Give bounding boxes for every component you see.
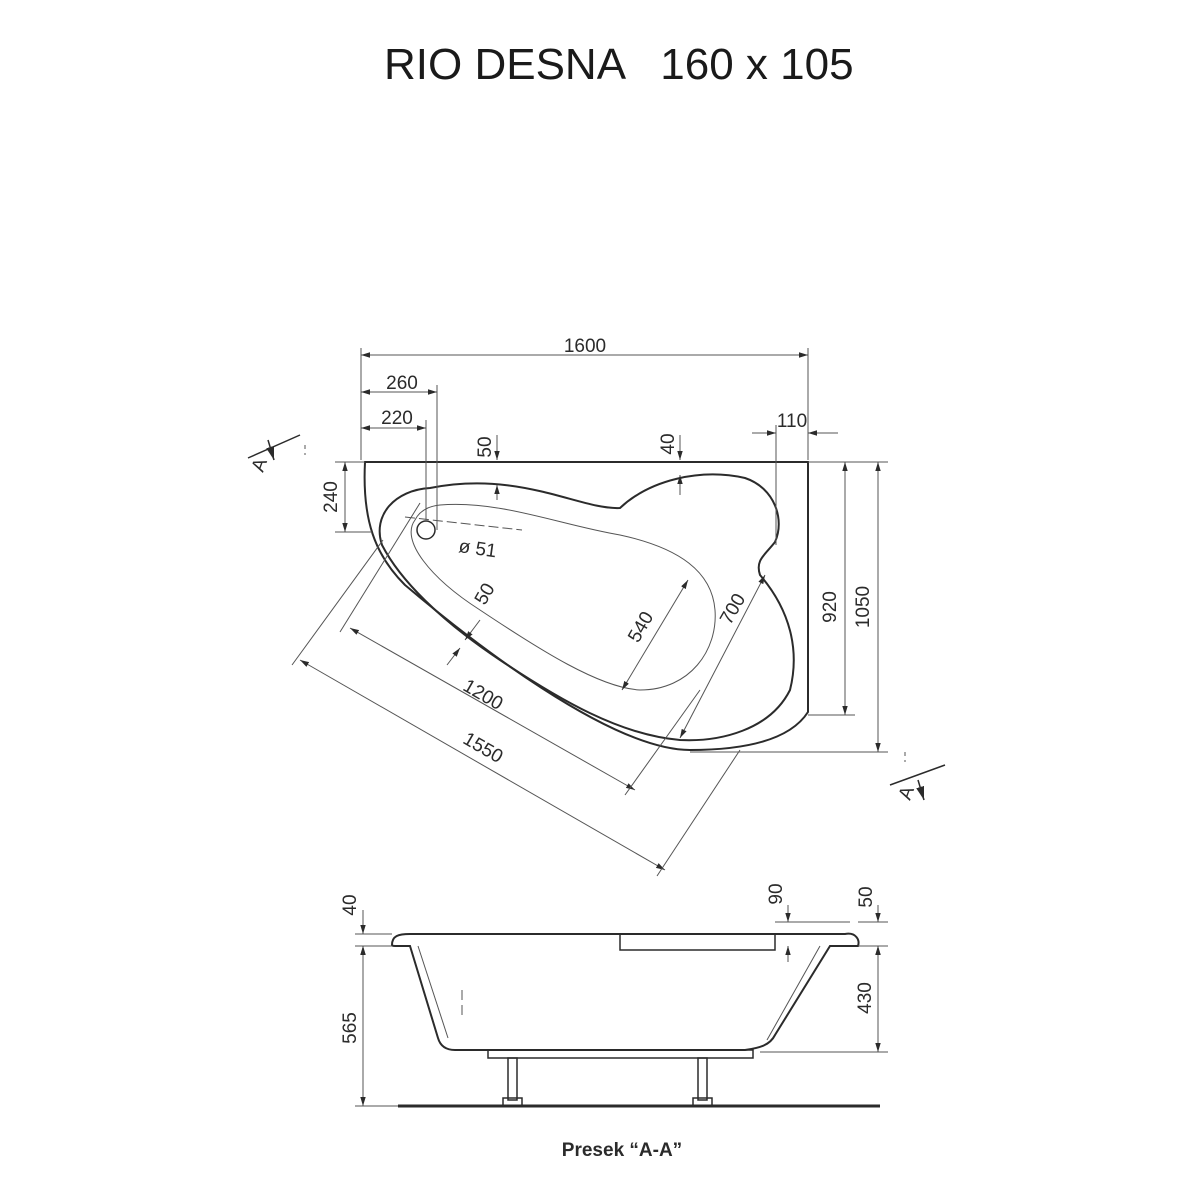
dim-920-label: 920 [820,591,841,623]
dim-110-label: 110 [777,411,807,432]
tub-inner-basin [378,473,795,742]
dim-d51-label: ø 51 [457,536,498,562]
sec-dim-50-label: 50 [856,886,877,907]
sec-dim-90-label: 90 [766,883,787,904]
sec-dim-40-label: 40 [340,894,361,915]
drain-outlet [416,520,436,540]
dim-1600-label: 1600 [564,336,606,357]
sec-dim-565-label: 565 [340,1012,361,1044]
section-caption: Presek “A-A” [562,1140,682,1161]
dim-260-label: 260 [386,373,418,394]
dim-540-label: 540 [624,608,658,646]
sec-dim-430-label: 430 [855,982,876,1014]
dim-1550-label: 1550 [459,729,506,768]
leg-right [697,1057,708,1101]
plan-view: 1600 260 220 110 50 40 240 920 [247,336,946,877]
section-marker-right: A [889,752,946,803]
leg-left [507,1057,518,1101]
dim-1050-label: 1050 [853,586,874,628]
headrest [619,933,776,951]
dim-1200-label: 1200 [459,676,506,715]
dim-40-top-label: 40 [658,433,679,454]
dim-700-label: 700 [716,590,750,628]
section-view: 40 565 90 50 430 Presek “A-A” [340,883,888,1161]
tub-base-tray [487,1049,754,1059]
dim-50-mid-label: 50 [471,580,500,609]
tub-section-body [390,932,860,1051]
dim-50-top-label: 50 [475,436,496,457]
drawing-title: RIO DESNA 160 x 105 [384,40,854,89]
dim-220-label: 220 [381,408,413,429]
dim-240-label: 240 [321,481,342,513]
svg-text:A: A [248,455,272,474]
section-marker-left: A [247,434,306,475]
tub-seat-contour [410,503,716,691]
svg-text:A: A [895,783,919,802]
